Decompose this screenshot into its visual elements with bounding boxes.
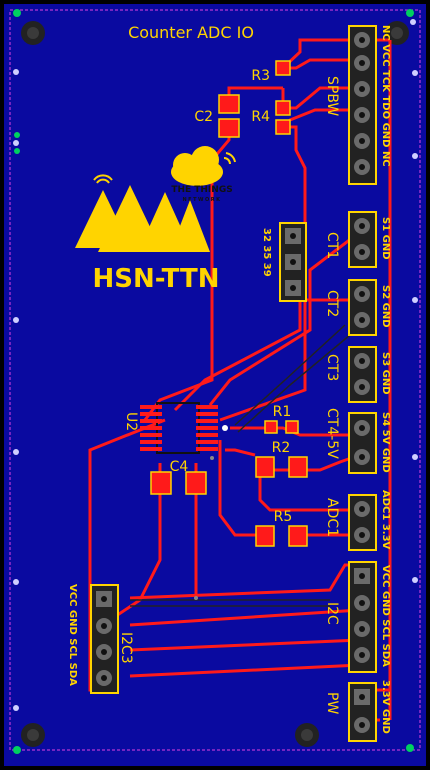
vias: [194, 456, 214, 600]
c4-label: C4: [170, 459, 189, 475]
ic-u2: [140, 402, 228, 454]
resistor-r5: [255, 525, 308, 547]
header-pw: [348, 682, 377, 742]
r2-label: R2: [272, 440, 291, 456]
jumper-32-35-39: [279, 222, 307, 302]
adc1-pins-label: ADC1 3.3V: [380, 490, 391, 550]
ttn-logo-line1: THE THINGS: [171, 185, 232, 195]
board-outline: [9, 9, 421, 751]
ct4-label: CT4-5V: [324, 408, 340, 459]
i2c-pins-label: VCC GND SCL SDA: [380, 565, 391, 667]
jumper-ids-label: 32 35 39: [261, 228, 272, 277]
r4-label: R4: [251, 109, 270, 125]
header-spbw: [348, 25, 377, 185]
edge-markers: [13, 9, 418, 754]
inner-traces: [130, 324, 351, 607]
i2c-label: I2C: [324, 602, 340, 625]
ttn-logo-line2: NETWORK: [182, 197, 221, 203]
adc1-label: ADC1: [324, 498, 340, 537]
ct1-label: CT1: [324, 232, 340, 259]
ct2-pins-label: S2 GND: [380, 285, 391, 328]
header-ct2: [348, 279, 377, 336]
ct3-pins-label: S3 GND: [380, 352, 391, 395]
board-title: Counter ADC IO: [128, 23, 254, 42]
hsn-ttn-logo-text: HSN-TTN: [92, 264, 219, 294]
mounting-holes: [21, 21, 409, 747]
ct2-label: CT2: [324, 290, 340, 317]
trees-logo: [75, 174, 210, 252]
header-ct1: [348, 211, 377, 268]
resistor-r1: [264, 420, 299, 434]
pw-pins-label: 3.3V GND: [380, 680, 391, 734]
ct3-label: CT3: [324, 354, 340, 381]
r5-label: R5: [274, 509, 293, 525]
ct4-pins-label: S4 5V GND: [380, 412, 391, 473]
copper-traces: [88, 38, 392, 722]
header-adc1: [348, 494, 377, 551]
ct1-pins-label: S1 GND: [380, 217, 391, 260]
header-ct3: [348, 346, 377, 403]
header-i2c: [348, 561, 377, 673]
c2-label: C2: [194, 109, 213, 125]
r1-label: R1: [273, 404, 292, 420]
pw-label: PW: [324, 692, 340, 714]
i2c3-label: I2C3: [118, 632, 134, 664]
i2c3-pins-label: VCC GND SCL SDA: [67, 584, 78, 686]
spbw-pins-label: NC VCC TCK TDO GND NC: [380, 25, 391, 167]
capacitor-c4: [150, 471, 207, 495]
r3-label: R3: [251, 68, 270, 84]
u2-label: U2: [123, 412, 139, 431]
header-ct4: [348, 412, 377, 474]
resistor-r4: [275, 100, 291, 135]
resistor-r3: [275, 60, 291, 76]
resistor-r2: [255, 456, 308, 478]
capacitor-c2: [218, 94, 240, 138]
spbw-label: SPBW: [324, 76, 340, 116]
ttn-logo: THE THINGS NETWORK: [171, 146, 236, 203]
header-i2c3: [90, 584, 119, 694]
